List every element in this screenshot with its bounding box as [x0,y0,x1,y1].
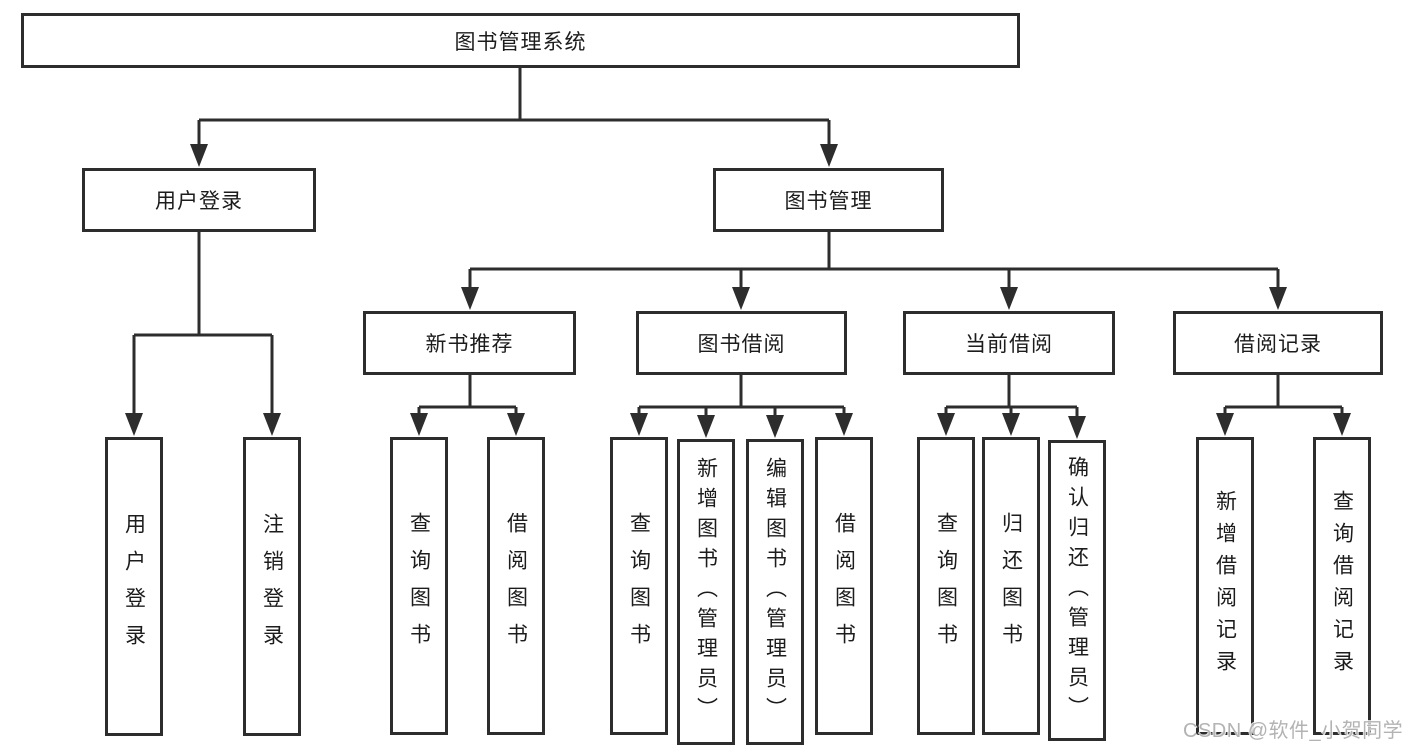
node-book-mgmt: 图书管理 [713,168,944,232]
arrowhead-icon [630,413,648,436]
arrowhead-icon [766,415,784,438]
connector-book-borrow [637,375,846,420]
connector-new-book-rec [417,375,518,418]
leaf-return-books: 归还图书 [982,437,1040,735]
arrowhead-icon [1000,287,1018,310]
arrowhead-icon [1068,416,1086,439]
node-new-book-rec: 新书推荐 [363,311,576,375]
arrowhead-icon [1002,413,1020,436]
node-current-borrow: 当前借阅 [903,311,1115,375]
arrowhead-icon [697,415,715,438]
leaf-query-borrow-record: 查询借阅记录 [1313,437,1371,735]
leaf-borrow-books-rec: 借阅图书 [487,437,545,735]
arrowhead-icon [732,287,750,310]
connector-root [197,68,831,150]
arrowhead-icon [125,413,143,436]
node-root: 图书管理系统 [21,13,1020,68]
arrowhead-icon [461,287,479,310]
node-user-login: 用户登录 [82,168,316,232]
leaf-add-borrow-record: 新增借阅记录 [1196,437,1254,735]
leaf-query-books-borrow: 查询图书 [610,437,668,735]
arrowhead-icon [820,144,838,167]
arrowhead-icon [937,413,955,436]
leaf-query-books-current: 查询图书 [917,437,975,735]
watermark: CSDN @软件_小贺同学 [1183,720,1404,742]
leaf-user-login: 用户登录 [105,437,163,736]
arrowhead-icon [835,413,853,436]
connector-borrow-records [1223,375,1344,418]
arrowhead-icon [1216,413,1234,436]
node-borrow-records: 借阅记录 [1173,311,1383,375]
leaf-logout: 注销登录 [243,437,301,736]
node-book-borrow: 图书借阅 [636,311,847,375]
leaf-borrow-books: 借阅图书 [815,437,873,735]
leaf-add-books-admin: 新增图书（管理员） [677,439,735,745]
arrowhead-icon [190,144,208,167]
leaf-query-books-rec: 查询图书 [390,437,448,735]
connector-user-login [132,232,274,418]
connector-book-mgmt [468,232,1280,292]
arrowhead-icon [1333,413,1351,436]
leaf-confirm-return-admin: 确认归还（管理员） [1048,440,1106,741]
connector-current-borrow [944,375,1079,420]
leaf-edit-books-admin: 编辑图书（管理员） [746,439,804,745]
arrowhead-icon [1269,287,1287,310]
arrowhead-icon [507,413,525,436]
arrowhead-icon [410,413,428,436]
arrowhead-icon [263,413,281,436]
